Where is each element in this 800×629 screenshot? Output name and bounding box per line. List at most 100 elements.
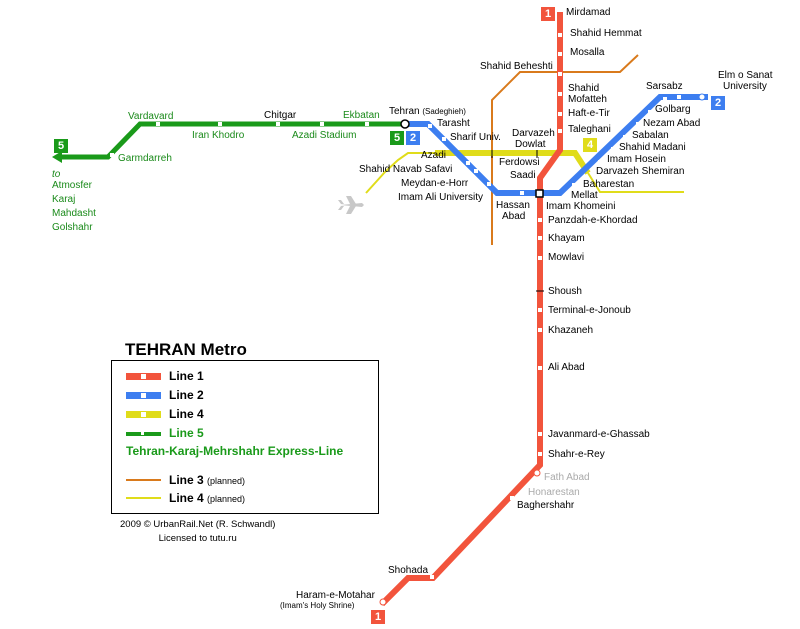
station-haram-subtitle: (Imam's Holy Shrine) — [280, 601, 355, 610]
station-baharestan: Baharestan — [583, 179, 635, 190]
legend-title: TEHRAN Metro — [125, 340, 247, 359]
station-shahid-beheshti: Shahid Beheshti — [480, 61, 553, 72]
line5-badge-west: 5 — [54, 139, 68, 153]
station-azadi: Azadi — [421, 150, 447, 161]
station-panzdah-e-khordad: Panzdah-e-Khordad — [548, 215, 638, 226]
line1-track — [379, 12, 563, 607]
station-haft-e-tir: Haft-e-Tir — [568, 108, 610, 119]
station-ali-abad: Ali Abad — [548, 362, 585, 373]
line2-badge-west: 2 — [406, 131, 420, 145]
legend-line1-label: Line 1 — [169, 369, 204, 383]
station-mosalla: Mosalla — [570, 47, 605, 58]
tehran-sadeghieh-interchange — [400, 119, 410, 129]
line4-planned-east — [587, 172, 684, 193]
station-imam-ali-university: Imam Ali University — [398, 192, 484, 203]
station-imam-khomeini: Imam Khomeini — [546, 201, 616, 212]
haram-mark — [379, 598, 387, 606]
station-darvazeh-shemiran: Darvazeh Shemiran — [596, 166, 685, 177]
line1-station-marks — [430, 33, 562, 579]
station-baghershahr: Baghershahr — [517, 500, 575, 511]
station-darvazeh-dowlat-1: Darvazeh — [512, 128, 555, 139]
line5-to-label: to — [52, 169, 61, 180]
station-shahid-madani: Shahid Madani — [619, 142, 686, 153]
line1-badge-north: 1 — [541, 7, 555, 21]
station-iran-khodro: Iran Khodro — [192, 130, 245, 141]
legend-planned-note-2: (planned) — [207, 494, 246, 504]
elm-o-sanat-mark — [698, 93, 706, 101]
station-sarsabz: Sarsabz — [646, 81, 683, 92]
station-vardavard: Vardavard — [128, 111, 174, 122]
station-shahid-navab-safavi: Shahid Navab Safavi — [359, 164, 453, 175]
station-tarasht: Tarasht — [437, 118, 470, 129]
line5-station-marks — [110, 122, 369, 157]
station-shahid-mofatteh-1: Shahid — [568, 83, 600, 94]
station-chitgar: Chitgar — [264, 110, 297, 121]
fath-abad-mark — [533, 469, 541, 477]
station-ferdowsi: Ferdowsi — [499, 157, 540, 168]
legend-planned-note: (planned) — [207, 476, 246, 486]
station-elm-o-sanat-1: Elm o Sanat — [718, 70, 773, 81]
credit-line2: Licensed to tutu.ru — [158, 533, 237, 544]
station-meydan-e-horr: Meydan-e-Horr — [401, 178, 469, 189]
legend-line4-label: Line 4 — [169, 407, 204, 421]
legend-line3-planned-label: Line 3 — [169, 473, 204, 487]
station-javanmard: Javanmard-e-Ghassab — [548, 429, 650, 440]
station-shoush: Shoush — [548, 286, 582, 297]
station-elm-o-sanat-2: University — [723, 81, 767, 92]
legend-line4-planned-label: Line 4 — [169, 491, 204, 505]
station-shahr-e-rey: Shahr-e-Rey — [548, 449, 605, 460]
station-shahid-hemmat: Shahid Hemmat — [570, 28, 642, 39]
legend-line5-label: Line 5 — [169, 426, 204, 440]
legend-express: Tehran-Karaj-Mehrshahr Express-Line — [126, 444, 343, 458]
line5-badge-east: 5 — [390, 131, 404, 145]
station-haram-e-motahar: Haram-e-Motahar — [296, 590, 375, 601]
airplane-icon — [338, 196, 364, 214]
credit-line1: 2009 © UrbanRail.Net (R. Schwandl) — [120, 519, 276, 530]
station-sabalan: Sabalan — [632, 130, 669, 141]
destination-atmosfer: Atmosfer — [52, 180, 93, 191]
legend: Line 1 Line 2 Line 4 Line 5 Tehran-Karaj… — [111, 360, 379, 514]
station-saadi: Saadi — [510, 170, 536, 181]
station-taleghani: Taleghani — [568, 124, 611, 135]
destination-golshahr: Golshahr — [52, 222, 93, 233]
station-shohada: Shohada — [388, 565, 429, 576]
line4-planned-west — [365, 152, 435, 194]
station-tehran-sadeghieh: Tehran (Sadeghieh) — [389, 106, 466, 117]
line3-planned-track — [491, 54, 639, 245]
destination-karaj: Karaj — [52, 194, 76, 205]
station-terminal-e-jonoub: Terminal-e-Jonoub — [548, 305, 631, 316]
station-honarestan: Honarestan — [528, 487, 580, 498]
credit: 2009 © UrbanRail.Net (R. Schwandl) Licen… — [120, 518, 275, 546]
line2-station-marks — [428, 95, 681, 195]
station-mowlavi: Mowlavi — [548, 252, 585, 263]
station-azadi-stadium: Azadi Stadium — [292, 130, 357, 141]
line5-arrow — [52, 151, 62, 163]
station-sharif-univ: Sharif Univ. — [450, 132, 501, 143]
station-imam-hosein: Imam Hosein — [607, 154, 666, 165]
station-mellat: Mellat — [571, 190, 598, 201]
station-fath-abad: Fath Abad — [544, 472, 590, 483]
legend-express-label: Tehran-Karaj-Mehrshahr Express-Line — [126, 444, 344, 458]
station-shahid-mofatteh-2: Mofatteh — [568, 94, 607, 105]
station-hassan-abad-2: Abad — [502, 211, 526, 222]
station-nezam-abad: Nezam Abad — [643, 118, 701, 129]
station-mirdamad: Mirdamad — [566, 7, 611, 18]
station-khayam: Khayam — [548, 233, 585, 244]
tehran-label: Tehran — [389, 106, 420, 117]
tehran-sub-label: (Sadeghieh) — [422, 107, 466, 116]
station-hassan-abad-1: Hassan — [496, 200, 530, 211]
station-darvazeh-dowlat-2: Dowlat — [515, 139, 546, 150]
station-ekbatan: Ekbatan — [343, 110, 380, 121]
line2-badge-east: 2 — [711, 96, 725, 110]
destination-mahdasht: Mahdasht — [52, 208, 96, 219]
line5-track — [58, 121, 405, 160]
station-golbarg: Golbarg — [655, 104, 691, 115]
line1-badge-south: 1 — [371, 610, 385, 624]
station-khazaneh: Khazaneh — [548, 325, 594, 336]
station-garmdarreh: Garmdarreh — [118, 153, 172, 164]
line2-track — [405, 94, 708, 196]
line4-badge: 4 — [583, 138, 597, 152]
legend-line2-label: Line 2 — [169, 388, 204, 402]
